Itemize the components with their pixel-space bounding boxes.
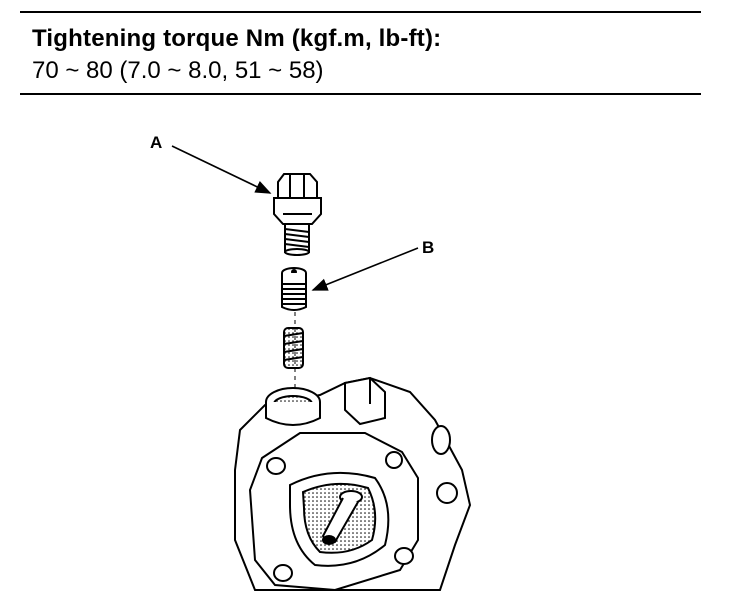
leader-line-a: [171, 145, 272, 194]
callout-a: A: [150, 133, 162, 152]
valve-part-b: [281, 267, 307, 311]
fitting-part-a: [273, 173, 322, 256]
pump-body: [234, 376, 472, 592]
top-rule: [20, 11, 701, 13]
torque-spec-box: Tightening torque Nm (kgf.m, lb-ft): 70 …: [20, 11, 701, 95]
leader-line-b: [311, 247, 419, 291]
torque-spec-title: Tightening torque Nm (kgf.m, lb-ft):: [32, 25, 442, 52]
torque-spec-value: 70 ~ 80 (7.0 ~ 8.0, 51 ~ 58): [32, 57, 324, 84]
spring: [283, 327, 304, 369]
bottom-rule: [20, 93, 701, 95]
callout-b: B: [422, 238, 434, 257]
